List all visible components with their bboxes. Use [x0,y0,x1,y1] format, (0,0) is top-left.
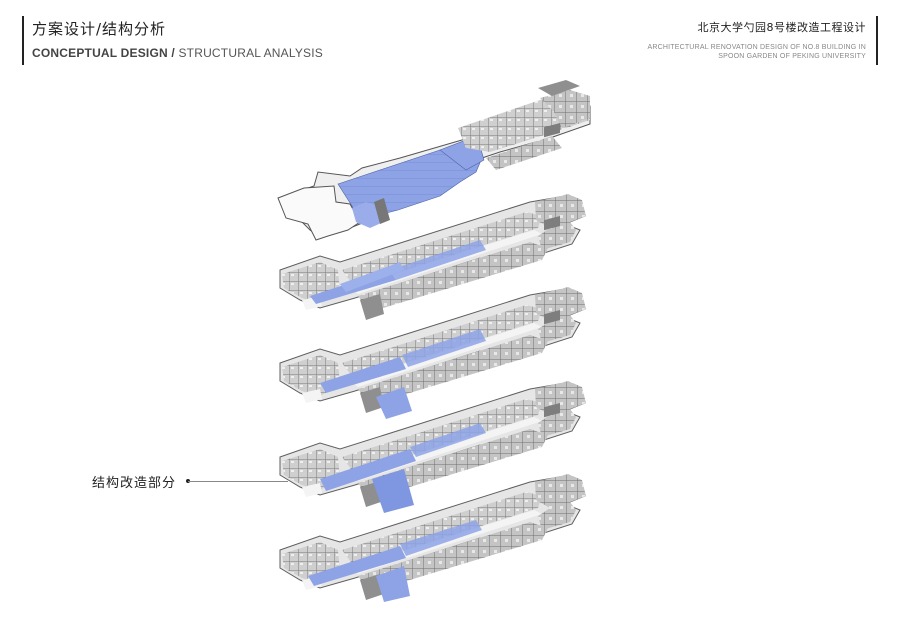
project-title-block: 北京大学勺园8号楼改造工程设计 ARCHITECTURAL RENOVATION… [647,19,866,61]
header-title-block: 方案设计/结构分析 CONCEPTUAL DESIGN / STRUCTURAL… [32,18,323,60]
project-name-en: ARCHITECTURAL RENOVATION DESIGN OF NO.8 … [647,43,866,61]
callout-label: 结构改造部分 [92,476,177,491]
floor-4 [279,122,587,321]
floor-3 [279,215,587,419]
page-title-en-rest: STRUCTURAL ANALYSIS [174,46,323,60]
callout-leader-line [188,481,288,482]
page-title-cn: 方案设计/结构分析 [32,20,167,38]
page-title-en: CONCEPTUAL DESIGN / STRUCTURAL ANALYSIS [32,46,323,60]
header-right-rule [876,16,878,65]
floor-1 [279,402,587,602]
project-name-en-line2: SPOON GARDEN OF PEKING UNIVERSITY [718,53,866,60]
project-name-cn: 北京大学勺园8号楼改造工程设计 [697,21,866,34]
header-left-rule [22,16,24,65]
project-name-en-line1: ARCHITECTURAL RENOVATION DESIGN OF NO.8 … [647,44,866,51]
floor-2 [279,309,587,513]
page-title-en-bold: CONCEPTUAL DESIGN / [32,46,175,60]
floor-5 [277,80,591,241]
